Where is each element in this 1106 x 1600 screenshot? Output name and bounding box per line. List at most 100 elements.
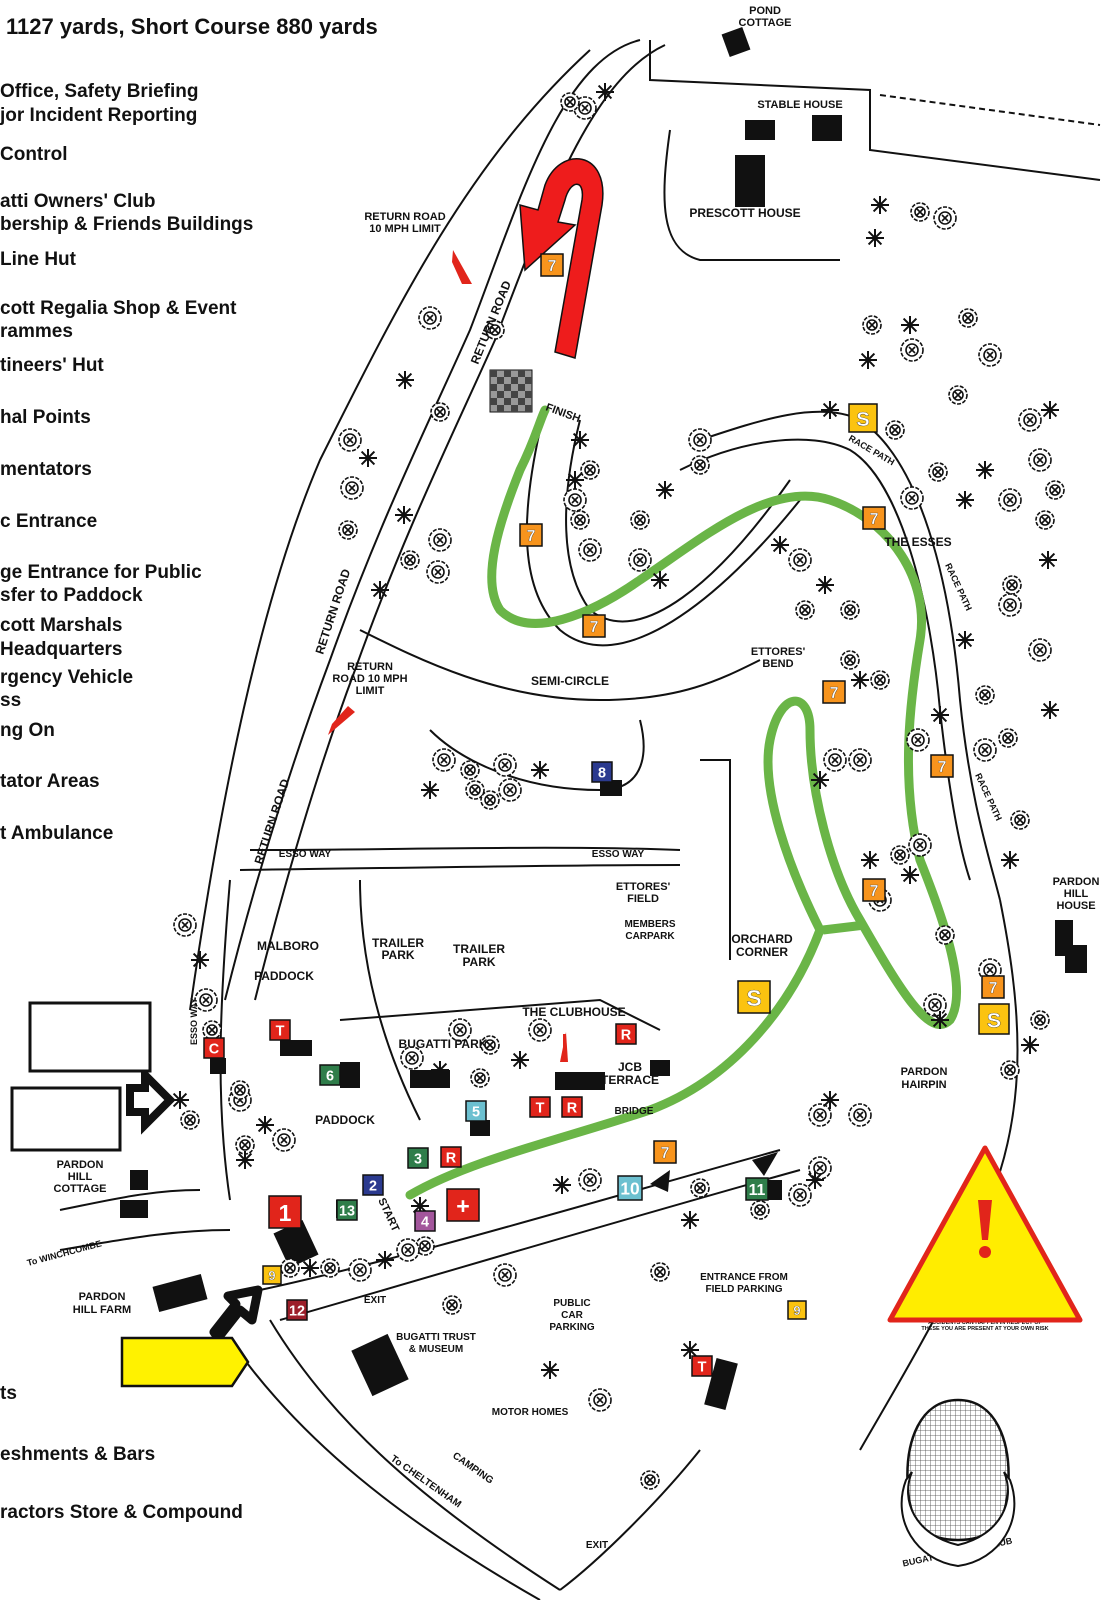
tree-icon	[348, 1258, 372, 1282]
tree-icon	[588, 1388, 612, 1412]
label-pardon-hill-cottage-1: PARDON	[57, 1159, 104, 1171]
svg-text:5: 5	[472, 1105, 480, 1121]
tree-icon	[580, 460, 600, 480]
trees	[171, 83, 1065, 1490]
tree-icon	[956, 631, 974, 649]
tree-icon	[861, 851, 879, 869]
tree-icon	[656, 481, 674, 499]
tree-icon	[840, 650, 860, 670]
marker-m6: 6	[319, 1064, 341, 1086]
tree-icon	[931, 706, 949, 724]
tree-icon	[750, 1200, 770, 1220]
red-arrows	[328, 250, 568, 1062]
legend-item: Line Hut	[0, 249, 76, 270]
label-pardon-hill-house-2: HILL	[1064, 888, 1089, 900]
svg-text:7: 7	[548, 258, 557, 275]
label-to-winchcombe: To WINCHCOMBE	[26, 1238, 103, 1268]
legend-item: tineers' Hut	[0, 355, 104, 376]
legend-item: jor Incident Reporting	[0, 105, 198, 126]
tree-icon	[900, 338, 924, 362]
svg-text:10: 10	[620, 1179, 639, 1199]
tree-icon	[396, 1238, 420, 1262]
label-exit: EXIT	[364, 1295, 386, 1306]
legend-item: ge Entrance for Public	[0, 562, 202, 583]
svg-text:11: 11	[749, 1182, 766, 1199]
svg-text:8: 8	[598, 766, 606, 782]
marker-m7-d: 7	[862, 506, 886, 530]
tree-icon	[442, 1295, 462, 1315]
tree-icon	[173, 913, 197, 937]
tree-icon	[1045, 480, 1065, 500]
start-arrow	[650, 1170, 670, 1192]
label-prescott-house: PRESCOTT HOUSE	[689, 206, 800, 220]
legend-item: Headquarters	[0, 639, 123, 660]
tree-icon	[340, 476, 364, 500]
tree-icon	[808, 1103, 832, 1127]
label-jcb-terrace-2: TERRACE	[601, 1073, 659, 1087]
tree-icon	[396, 371, 414, 389]
tree-icon	[194, 988, 218, 1012]
tree-icon	[862, 315, 882, 335]
marker-m4: 4	[414, 1210, 436, 1232]
svg-text:7: 7	[938, 759, 947, 776]
legend-item: ss	[0, 690, 22, 711]
tree-icon	[1001, 851, 1019, 869]
svg-text:S: S	[746, 985, 761, 1011]
marker-m7-f: 7	[930, 754, 954, 778]
tree-icon	[795, 600, 815, 620]
svg-text:9: 9	[268, 1268, 275, 1283]
marker-s-b: S	[737, 980, 771, 1014]
label-paddock-mid: PADDOCK	[315, 1113, 375, 1127]
legend-item: ractors Store & Compound	[0, 1502, 243, 1523]
label-pardon-hairpin-2: HAIRPIN	[901, 1079, 946, 1091]
tree-icon	[848, 1103, 872, 1127]
tree-icon	[460, 760, 480, 780]
tree-icon	[933, 206, 957, 230]
svg-text:13: 13	[339, 1204, 355, 1220]
tree-icon	[395, 506, 413, 524]
svg-text:R: R	[446, 1151, 457, 1167]
label-orchard-corner-2: CORNER	[736, 945, 788, 959]
marker-m7-i: 7	[653, 1140, 677, 1164]
tree-icon	[901, 316, 919, 334]
tree-icon	[806, 1171, 824, 1189]
legend-item: tator Areas	[0, 771, 100, 792]
marker-m7-b: 7	[519, 523, 543, 547]
label-warning-7: ACCIDENTS CAN HAPPEN IN RESPECT OF	[928, 1320, 1042, 1326]
label-pardon-hill-house-1: PARDON	[1053, 876, 1100, 888]
legend-item: hal Points	[0, 407, 91, 428]
tree-icon	[973, 738, 997, 762]
svg-text:3: 3	[414, 1152, 422, 1168]
label-return-road-limit-1: RETURN ROAD	[364, 211, 445, 223]
label-pardon-hill-cottage-2: HILL	[68, 1171, 93, 1183]
map-title: 1127 yards, Short Course 880 yards	[6, 14, 378, 39]
marker-s-c: S	[978, 1003, 1010, 1035]
tree-icon	[470, 1068, 490, 1088]
marker-m9-b: 9	[787, 1300, 807, 1320]
label-orchard-corner-1: ORCHARD	[731, 932, 793, 946]
svg-text:S: S	[987, 1007, 1001, 1032]
tree-icon	[690, 1178, 710, 1198]
svg-text:7: 7	[870, 883, 879, 900]
tree-icon	[928, 462, 948, 482]
tree-icon	[359, 449, 377, 467]
svg-text:+: +	[456, 1193, 469, 1219]
tree-icon	[998, 728, 1018, 748]
tree-icon	[553, 1176, 571, 1194]
marker-m9-a: 9	[262, 1265, 282, 1285]
label-pardon-hill-farm-2: HILL FARM	[73, 1304, 131, 1316]
tree-icon	[180, 1110, 200, 1130]
tree-icon	[848, 748, 872, 772]
tree-icon	[998, 488, 1022, 512]
legend-item: sfer to Paddock	[0, 585, 143, 606]
label-members-carpark-1: MEMBERS	[624, 919, 675, 930]
legend-item: rammes	[0, 321, 73, 342]
tree-icon	[885, 420, 905, 440]
marker-m7-h: 7	[981, 975, 1005, 999]
road-outlines	[59, 39, 1101, 1600]
tree-icon	[690, 455, 710, 475]
label-return-limit-b3: LIMIT	[356, 685, 385, 697]
tree-icon	[541, 1361, 559, 1379]
